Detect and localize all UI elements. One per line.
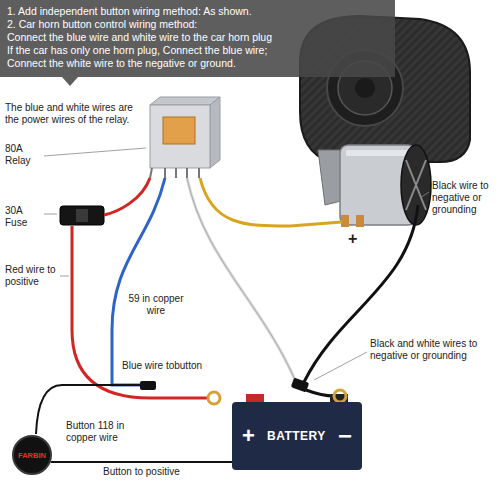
white-wire — [187, 178, 296, 382]
leader-line — [44, 214, 57, 215]
battery-text: − — [338, 422, 352, 450]
battery-text: + — [242, 423, 255, 449]
part-label: 80A Relay — [5, 143, 43, 167]
wire-connector — [140, 381, 156, 390]
polarity-sign: + — [348, 230, 364, 248]
ring-terminal — [334, 390, 346, 402]
wire-label: Button to positive — [101, 466, 182, 478]
battery-text: BATTERY — [267, 429, 326, 443]
fuse-holder — [60, 206, 104, 225]
relay-pins — [150, 168, 199, 178]
relay-top — [150, 97, 220, 105]
wire-label: Blue wire tobutton — [122, 360, 262, 372]
relay-body — [150, 105, 210, 168]
ring-terminal — [208, 392, 220, 404]
horn-bell-center — [355, 78, 375, 98]
red-wire — [104, 178, 150, 215]
yellow-wire — [200, 178, 342, 226]
relay-note: The blue and white wires are the power w… — [5, 102, 147, 126]
wire-length: Button 118 in copper wire — [66, 420, 140, 444]
battery: + BATTERY− — [232, 402, 362, 470]
black-wire — [306, 390, 334, 396]
leader-line — [44, 148, 146, 156]
wire-label: Black wire to negative or grounding — [432, 180, 496, 216]
relay-side — [210, 97, 220, 168]
horn-button: FARBIN — [12, 435, 52, 475]
leader-line — [420, 192, 429, 198]
instruction-text: If the car has only one horn plug, Conne… — [7, 44, 388, 57]
instruction-text: Connect the blue wire and white wire to … — [7, 31, 388, 44]
instruction-text: Connect the white wire to the negative o… — [7, 57, 388, 70]
leader-line — [314, 352, 367, 380]
red-wire — [72, 226, 208, 398]
motor-end-cross — [406, 160, 426, 210]
button-wire — [51, 461, 232, 463]
button-brand: FARBIN — [18, 451, 46, 460]
blue-wire — [112, 178, 165, 385]
instruction-text: 2. Car horn button control wiring method… — [7, 18, 388, 31]
horn-terminal — [341, 215, 349, 227]
wire-length: 59 in copper wire — [125, 293, 187, 317]
fuse-cap — [76, 209, 88, 222]
leader-line — [60, 276, 69, 277]
motor-shine — [346, 150, 410, 156]
wire-label: Red wire to positive — [5, 264, 59, 288]
part-label: 30A Fuse — [5, 205, 43, 229]
relay-sticker — [163, 117, 195, 144]
wire-label: Black and white wires to negative or gro… — [370, 338, 492, 362]
instruction-banner: 1. Add independent button wiring method:… — [0, 0, 395, 77]
white-wire-edge — [187, 178, 296, 382]
horn-terminal — [356, 215, 364, 227]
instruction-text: 1. Add independent button wiring method:… — [7, 5, 388, 18]
